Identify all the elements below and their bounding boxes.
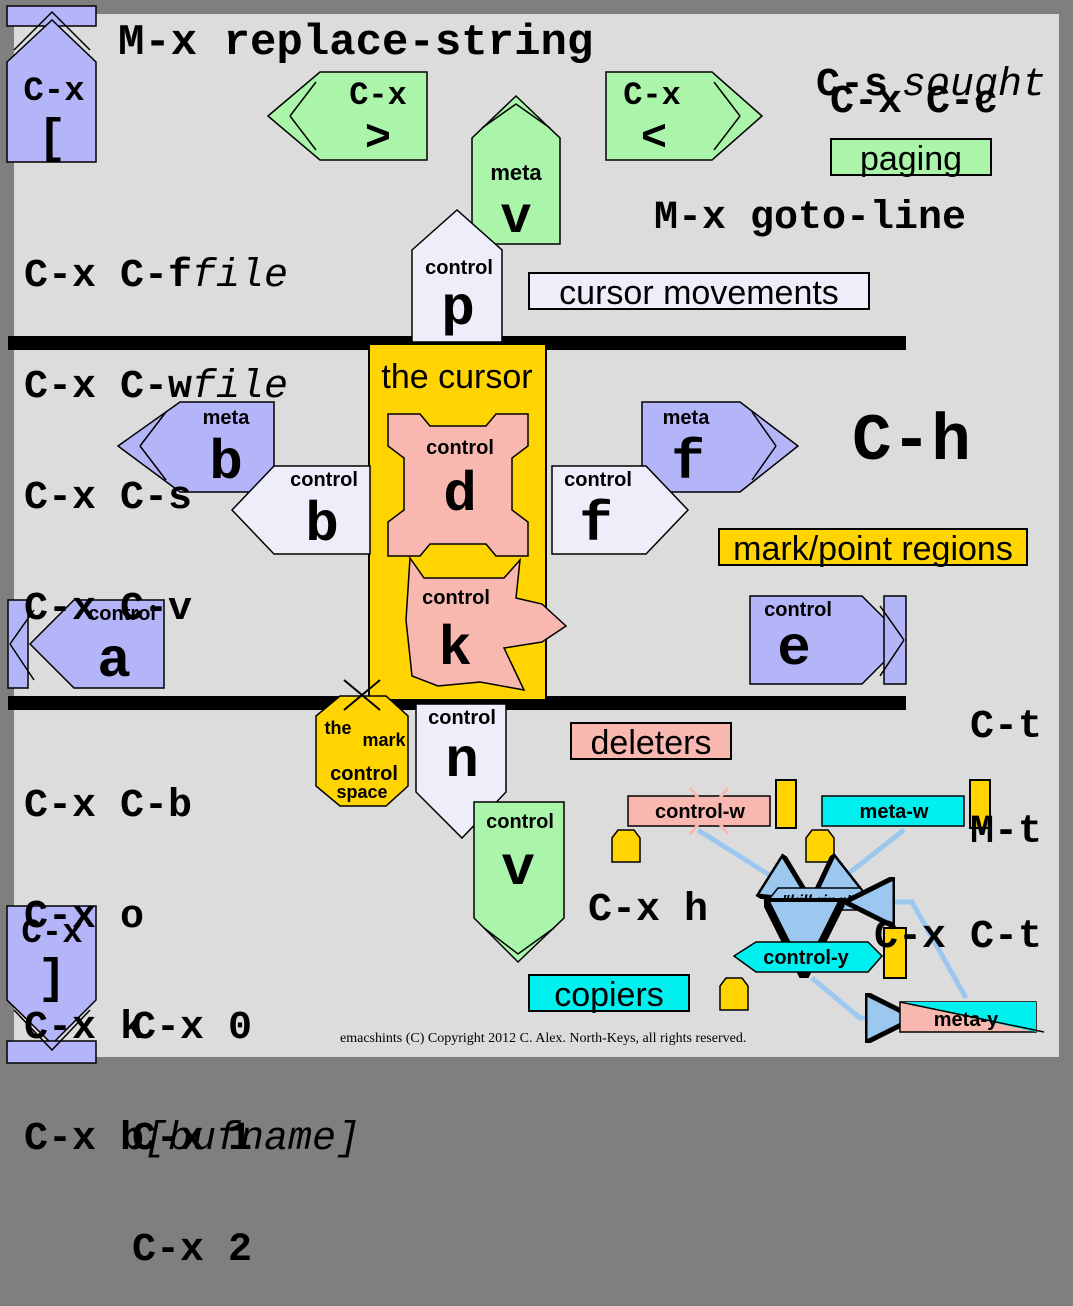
forward-char-key: control f [551,465,690,557]
yank-pop-label: meta-y [934,1009,999,1031]
legend-mark-point: mark/point regions [718,528,1028,568]
file-cmd-1: C-x C-wfile [24,365,289,410]
cursor-region-title: the cursor [381,358,532,396]
buffer-start-modifier: C-x [23,73,84,111]
buffer-cmd-1: C-x o [24,895,145,940]
file-cmd-0: C-x C-ffile [24,254,289,299]
copy-region-label: meta-w [860,801,929,823]
next-line-modifier: control [428,707,496,729]
file-cmd-2: C-x C-s [24,476,193,521]
search-key: C-s [816,63,889,108]
legend-paging: paging [830,138,992,178]
buffer-cmd-0: C-x C-b [24,784,193,829]
backward-char-key-label: b [305,493,339,557]
prev-line-key-label: p [441,277,475,341]
file-cmd-3: C-x C-v [24,587,193,632]
scroll-left-modifier: C-x [623,77,681,114]
prev-line-modifier: control [425,257,493,279]
buffer-start-key: C-x [ [6,5,97,167]
forward-word-key-label: f [671,431,705,495]
page-down-modifier: control [486,811,554,833]
prev-line-key: control p [411,208,503,343]
search-arg: sought [902,63,1047,108]
page-up-key-label: v [500,189,531,248]
buffer-start-key-label: [ [38,113,67,167]
buffer-end-key-label: ] [38,953,67,1007]
window-cmd-1: C-x 1 [132,1117,253,1162]
buffer-end-key: C-x ] [6,905,97,1064]
buffer-cmd-2: C-x k [24,1006,145,1051]
page-down-key: control v [473,801,565,964]
line-end-key: control e [749,595,908,685]
search-cmd: C-s sought [768,18,1046,108]
quit-cmd: C-x C-c [830,80,999,125]
kill-region-label: control-w [655,801,745,823]
window-cmd-0: C-x 0 [132,1006,253,1051]
transpose-cmd-2: C-x C-t [873,915,1042,960]
goto-line-cmd: M-x goto-line [654,196,967,241]
legend-cursor-movements: cursor movements [528,272,870,312]
file-commands: C-x C-ffile C-x C-wfile C-x C-s C-x C-v [24,184,288,665]
line-end-modifier: control [764,599,832,621]
scroll-right-key-label: > [365,114,391,164]
backward-word-key-label: b [209,431,243,495]
line-start-key-label: a [97,629,131,693]
scroll-right-modifier: C-x [349,77,407,114]
legend-copiers: copiers [528,974,690,1014]
scroll-left-key-label: < [641,114,667,164]
kill-line-modifier: control [422,587,490,609]
line-end-key-label: e [777,617,811,681]
replace-string-cmd: M-x replace-string [118,18,594,68]
current-line-bottom-bar [8,696,906,710]
kill-line-key: control k [405,555,568,691]
set-mark-key: the mark control space [315,679,409,807]
forward-char-key-label: f [579,493,613,557]
buffer-end-modifier: C-x [21,915,82,953]
next-line-key-label: n [445,729,479,793]
mark-space: space [336,782,387,802]
backward-char-modifier: control [290,469,358,491]
transpose-cmd-1: M-t [969,810,1042,855]
help-cmd: C-h [852,404,971,479]
scroll-right-key: C-x > [266,71,428,164]
scroll-left-key: C-x < [605,71,764,164]
forward-char-modifier: control [564,469,632,491]
mark-word: mark [362,730,406,750]
window-commands: C-x 0 C-x 1 C-x 2 [132,936,252,1306]
transpose-commands: C-t M-t C-x C-t [836,640,1042,990]
backward-word-key: meta b [116,401,275,495]
page-down-key-label: v [501,837,535,901]
line-start-modifier: control [88,603,156,625]
backward-word-modifier: meta [203,407,251,429]
page-up-key: meta v [471,94,561,248]
transpose-cmd-0: C-t [969,705,1042,750]
delete-char-key-label: d [443,463,477,527]
copyright-notice: emacshints (C) Copyright 2012 C. Alex. N… [340,1031,747,1046]
mark-control: control [330,763,398,785]
kill-line-key-label: k [438,617,472,681]
mark-whole-buffer-cmd: C-x h [588,888,709,933]
mark-the: the [325,718,352,738]
backward-char-key: control b [230,465,371,557]
legend-deleters: deleters [570,722,732,762]
yank-label: control-y [763,947,849,969]
window-cmd-2: C-x 2 [132,1228,253,1273]
delete-char-modifier: control [426,437,494,459]
delete-char-key: control d [387,413,529,557]
forward-word-modifier: meta [663,407,711,429]
kill-ring-section: control-w meta-w "kill ring" control-y m… [611,779,1045,1032]
line-start-key: control a [7,599,165,693]
page-up-modifier: meta [490,160,542,185]
